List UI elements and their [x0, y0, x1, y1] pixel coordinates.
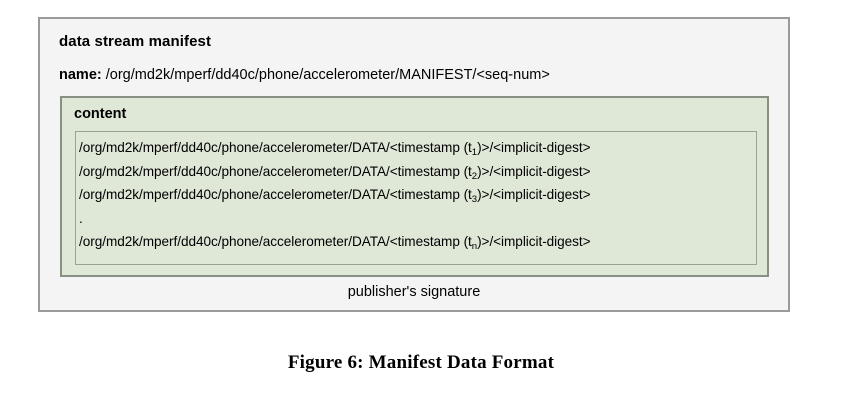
figure-caption: Figure 6: Manifest Data Format — [287, 352, 555, 373]
manifest-name-row: name: /org/md2k/mperf/dd40c/phone/accele… — [59, 67, 550, 84]
content-line-prefix: /org/md2k/mperf/dd40c/phone/acceleromete… — [79, 187, 472, 202]
content-line-suffix: )>/<implicit-digest> — [477, 234, 591, 249]
content-line-subscript: 2 — [471, 170, 478, 182]
content-line-subscript: 3 — [471, 194, 478, 205]
content-name-list: /org/md2k/mperf/dd40c/phone/acceleromete… — [75, 131, 757, 265]
manifest-name-label: name: — [59, 67, 102, 83]
content-ellipsis-line: . — [79, 207, 756, 231]
content-name-line: /org/md2k/mperf/dd40c/phone/acceleromete… — [79, 160, 756, 184]
manifest-name-value: /org/md2k/mperf/dd40c/phone/acceleromete… — [105, 67, 550, 83]
content-line-suffix: )>/<implicit-digest> — [477, 163, 591, 179]
publisher-signature-label: publisher's signature — [347, 284, 481, 300]
content-name-line: /org/md2k/mperf/dd40c/phone/acceleromete… — [79, 183, 756, 207]
content-line-prefix: /org/md2k/mperf/dd40c/phone/acceleromete… — [79, 234, 472, 249]
content-line-prefix: /org/md2k/mperf/dd40c/phone/acceleromete… — [79, 163, 472, 179]
manifest-title: data stream manifest — [59, 33, 212, 50]
content-line-prefix: . — [79, 210, 83, 226]
content-line-subscript: n — [471, 241, 478, 252]
content-name-line: /org/md2k/mperf/dd40c/phone/acceleromete… — [79, 230, 756, 254]
content-line-prefix: /org/md2k/mperf/dd40c/phone/acceleromete… — [79, 140, 472, 155]
content-name-line: /org/md2k/mperf/dd40c/phone/acceleromete… — [79, 136, 756, 160]
content-line-suffix: )>/<implicit-digest> — [477, 187, 591, 202]
content-title: content — [74, 106, 127, 122]
data-stream-manifest-box: data stream manifest name: /org/md2k/mpe… — [38, 17, 790, 312]
content-line-subscript: 1 — [471, 147, 478, 158]
content-line-suffix: )>/<implicit-digest> — [477, 140, 591, 155]
manifest-content-box: content /org/md2k/mperf/dd40c/phone/acce… — [60, 96, 769, 277]
